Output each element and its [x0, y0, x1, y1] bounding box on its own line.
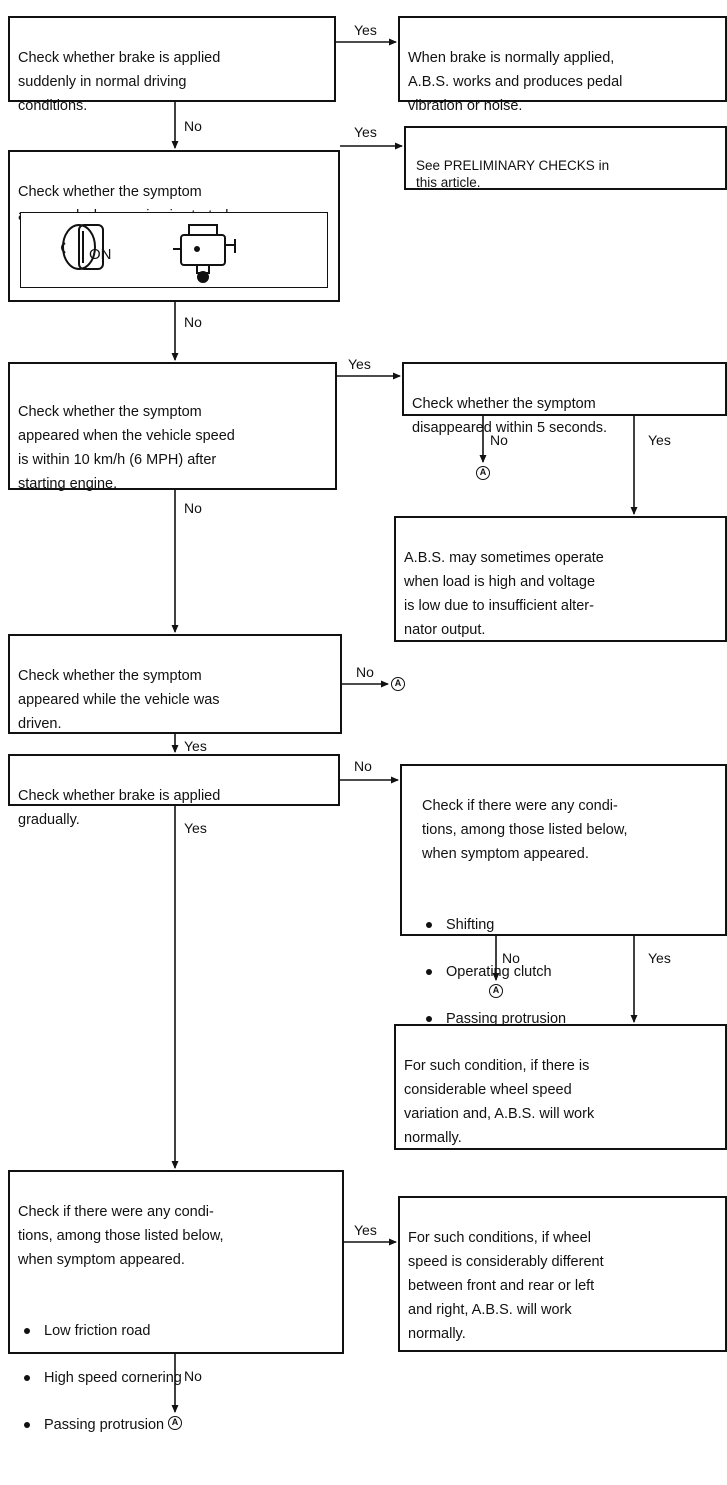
no-label: No: [184, 118, 202, 134]
question-box-brake-sudden: Check whether brake is applied suddenly …: [8, 16, 336, 114]
answer-text: When brake is normally applied, A.B.S. w…: [408, 50, 623, 114]
list-item: Passing protrusion: [22, 1414, 334, 1437]
question-box-conditions-road: Check if there were any condi- tions, am…: [8, 1170, 344, 1433]
no-label: No: [502, 950, 520, 966]
question-text: Check if there were any condi- tions, am…: [18, 1204, 224, 1268]
flowchart-page: { "boxes": { "q1": "Check whether brake …: [8, 16, 727, 1433]
connector-a-icon: A: [391, 677, 405, 691]
yes-label: Yes: [354, 1222, 377, 1238]
yes-label: Yes: [348, 356, 371, 372]
question-text: Check whether brake is applied gradually…: [18, 788, 221, 828]
no-label: No: [356, 664, 374, 680]
answer-box-wheel-speed-difference: For such conditions, if wheel speed is c…: [398, 1196, 727, 1352]
no-label: No: [490, 432, 508, 448]
answer-text: See PRELIMINARY CHECKS in this article.: [416, 158, 610, 190]
no-label: No: [184, 500, 202, 516]
ignition-key-on-icon: ON: [61, 224, 112, 270]
yes-label: Yes: [184, 820, 207, 836]
answer-box-normal-abs: When brake is normally applied, A.B.S. w…: [398, 16, 727, 114]
question-text: Check whether the symptom disappeared wi…: [412, 396, 608, 436]
connector-a-icon: A: [476, 466, 490, 480]
connector-a-icon: A: [168, 1416, 182, 1430]
question-text: Check whether brake is applied suddenly …: [18, 50, 221, 114]
list-item: Passing protrusion: [424, 1008, 717, 1031]
list-item: Low friction road: [22, 1320, 334, 1343]
list-item: Shifting: [424, 914, 717, 937]
engine-icon: [173, 224, 236, 283]
question-box-brake-gradual: Check whether brake is applied gradually…: [8, 754, 340, 828]
no-label: No: [184, 314, 202, 330]
answer-text: For such condition, if there is consider…: [404, 1058, 595, 1146]
answer-box-preliminary-checks: See PRELIMINARY CHECKS in this article.: [404, 126, 727, 190]
list-item: High speed cornering: [22, 1367, 334, 1390]
question-text: Check if there were any condi- tions, am…: [422, 798, 628, 862]
ignition-illustration: ON: [61, 224, 236, 283]
question-box-disappeared-5s: Check whether the symptom disappeared wi…: [402, 362, 727, 436]
question-box-low-speed: Check whether the symptom appeared when …: [8, 362, 337, 492]
answer-text: A.B.S. may sometimes operate when load i…: [404, 550, 604, 638]
yes-label: Yes: [354, 22, 377, 38]
no-label: No: [184, 1368, 202, 1384]
list-item: Operating clutch: [424, 961, 717, 984]
answer-box-wheel-speed-variation: For such condition, if there is consider…: [394, 1024, 727, 1150]
condition-list: Shifting Operating clutch Passing protru…: [424, 890, 717, 1055]
key-on-label: ON: [89, 246, 112, 263]
ignition-icon-panel: ON: [20, 212, 328, 288]
yes-label: Yes: [184, 738, 207, 754]
question-box-conditions-shifting: Check if there were any condi- tions, am…: [400, 764, 727, 1027]
connector-a-icon: A: [489, 984, 503, 998]
yes-label: Yes: [354, 124, 377, 140]
answer-box-alternator-output: A.B.S. may sometimes operate when load i…: [394, 516, 727, 642]
no-label: No: [354, 758, 372, 774]
answer-text: For such conditions, if wheel speed is c…: [408, 1230, 604, 1342]
question-box-while-driven: Check whether the symptom appeared while…: [8, 634, 342, 734]
connector-lines: [171, 38, 638, 1413]
question-text: Check whether the symptom appeared while…: [18, 668, 220, 732]
condition-list: Low friction road High speed cornering P…: [22, 1296, 334, 1461]
yes-label: Yes: [648, 432, 671, 448]
question-text: Check whether the symptom appeared when …: [18, 404, 235, 492]
yes-label: Yes: [648, 950, 671, 966]
